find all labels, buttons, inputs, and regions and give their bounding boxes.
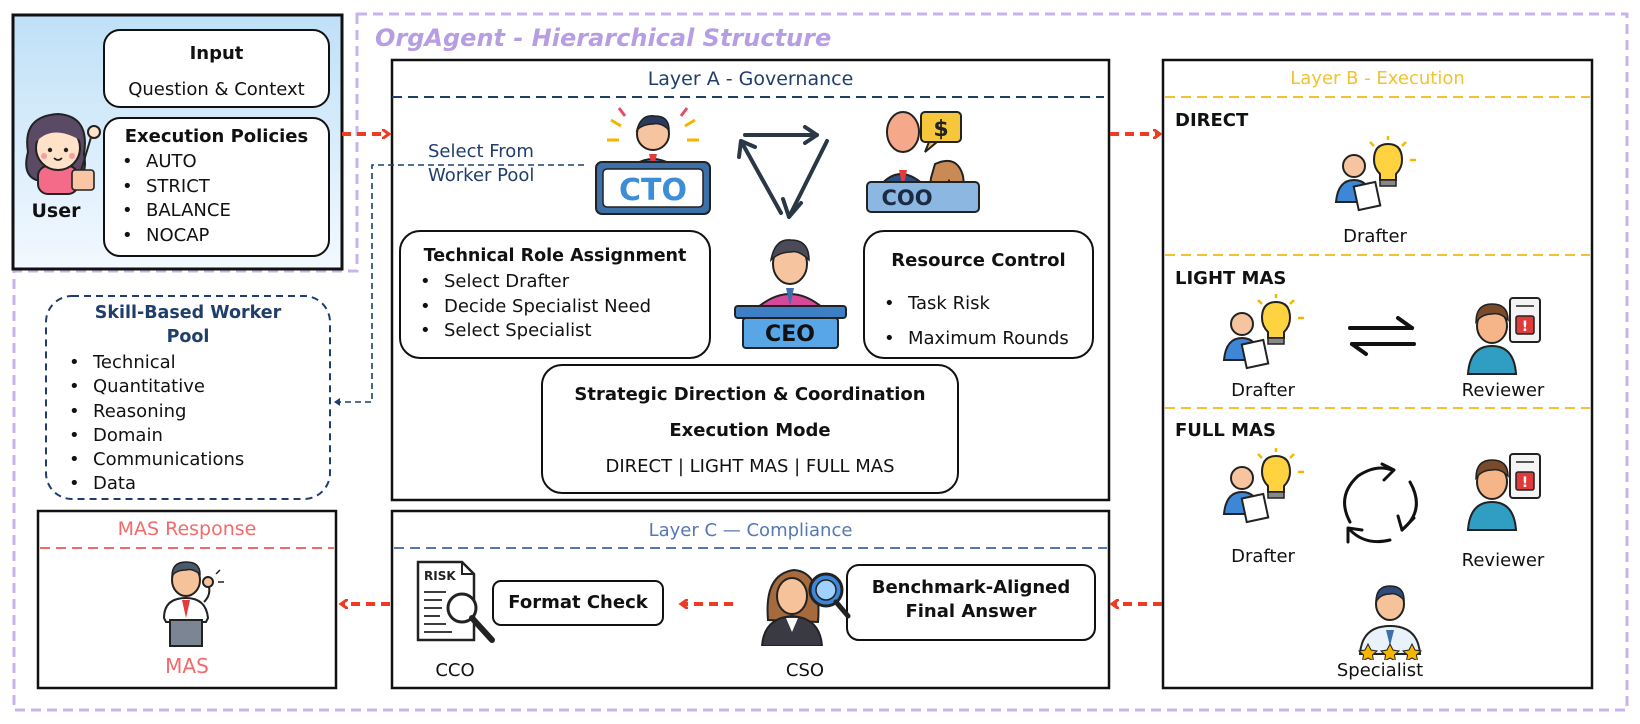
final-answer-line1: Benchmark-Aligned (871, 577, 1071, 598)
layer-c-border (390, 509, 1111, 690)
svg-text:$: $ (933, 117, 948, 142)
svg-text:!: ! (1522, 319, 1528, 335)
worker-pool-item: Reasoning (67, 400, 244, 425)
coo-icon: $ $ COO (866, 111, 980, 213)
exchange-arrows-icon (1348, 316, 1416, 356)
user-avatar-icon (25, 112, 101, 195)
technical-title: Technical Role Assignment (423, 246, 687, 266)
cco-label: CCO (435, 660, 475, 681)
worker-pool-connector (334, 164, 584, 406)
cso-icon (760, 568, 851, 646)
policy-item: BALANCE (120, 199, 231, 224)
input-subtitle: Question & Context (128, 79, 305, 100)
ceo-label: CEO (765, 322, 815, 347)
coo-label: COO (881, 186, 932, 210)
format-check-label: Format Check (508, 592, 648, 613)
response-border (36, 509, 338, 690)
final-answer-line2: Final Answer (905, 601, 1037, 622)
execution-mode-options: DIRECT | LIGHT MAS | FULL MAS (605, 456, 895, 477)
user-label: User (31, 200, 81, 222)
layer-c-title: Layer C — Compliance (648, 520, 853, 541)
reviewer-icon: ! (1466, 453, 1541, 531)
risk-document-icon: RISK (416, 560, 495, 643)
resource-item: Task Risk (882, 286, 1069, 321)
drafter-icon (1222, 294, 1304, 370)
worker-pool-item: Domain (67, 424, 244, 449)
resource-list: Task Risk Maximum Rounds (882, 286, 1069, 356)
cycle-arrows-icon (1343, 462, 1418, 544)
strategic-title: Strategic Direction & Coordination (574, 384, 926, 405)
drafter-icon (1334, 136, 1416, 212)
policies-list: AUTO STRICT BALANCE NOCAP (120, 150, 231, 248)
layer-a-border (390, 58, 1111, 502)
specialist-icon (1357, 585, 1423, 660)
cso-label: CSO (785, 660, 825, 681)
outer-frame (12, 12, 1629, 712)
full-specialist-label: Specialist (1336, 660, 1424, 681)
layer-b-title: Layer B - Execution (1290, 68, 1465, 89)
light-reviewer-label: Reviewer (1461, 380, 1545, 401)
technical-item: Decide Specialist Need (418, 295, 651, 320)
technical-list: Select Drafter Decide Specialist Need Se… (418, 270, 651, 344)
policy-item: STRICT (120, 175, 231, 200)
ceo-icon: CEO (734, 239, 847, 349)
policy-item: AUTO (120, 150, 231, 175)
worker-pool-border (45, 295, 331, 500)
light-mas-title: LIGHT MAS (1175, 268, 1287, 289)
technical-item: Select Drafter (418, 270, 651, 295)
drafter-icon (1222, 448, 1304, 524)
technical-item: Select Specialist (418, 319, 651, 344)
cto-icon: CTO (595, 107, 711, 215)
worker-pool-list: Technical Quantitative Reasoning Domain … (67, 351, 244, 497)
risk-label: RISK (424, 569, 456, 583)
reviewer-icon: ! (1466, 297, 1541, 375)
mas-person-icon (162, 561, 224, 647)
full-mas-title: FULL MAS (1175, 420, 1276, 441)
resource-title: Resource Control (891, 250, 1066, 271)
select-from-label: Select From (428, 141, 534, 162)
mas-label: MAS (165, 654, 209, 678)
policies-title: Execution Policies (124, 126, 309, 147)
worker-pool-item: Quantitative (67, 375, 244, 400)
response-title: MAS Response (117, 518, 257, 540)
worker-pool-item: Communications (67, 448, 244, 473)
cycle-triangle-icon (737, 125, 829, 219)
light-drafter-label: Drafter (1231, 380, 1295, 401)
full-reviewer-label: Reviewer (1461, 550, 1545, 571)
policy-item: NOCAP (120, 224, 231, 249)
worker-pool-title-line2: Pool (166, 327, 210, 347)
worker-pool-item: Data (67, 472, 244, 497)
cto-label: CTO (619, 173, 687, 208)
outer-title: OrgAgent - Hierarchical Structure (375, 24, 832, 52)
direct-drafter-label: Drafter (1343, 226, 1407, 247)
full-drafter-label: Drafter (1231, 546, 1295, 567)
execution-mode-title: Execution Mode (669, 420, 831, 441)
resource-item: Maximum Rounds (882, 321, 1069, 356)
svg-text:!: ! (1522, 475, 1528, 491)
worker-pool-title: Skill-Based Worker (94, 303, 282, 323)
worker-pool-item: Technical (67, 351, 244, 376)
direct-title: DIRECT (1175, 110, 1249, 131)
layer-a-title: Layer A - Governance (647, 68, 854, 90)
select-from-label-line2: Worker Pool (428, 165, 535, 186)
input-title: Input (189, 43, 244, 64)
layer-b-border (1161, 58, 1594, 690)
